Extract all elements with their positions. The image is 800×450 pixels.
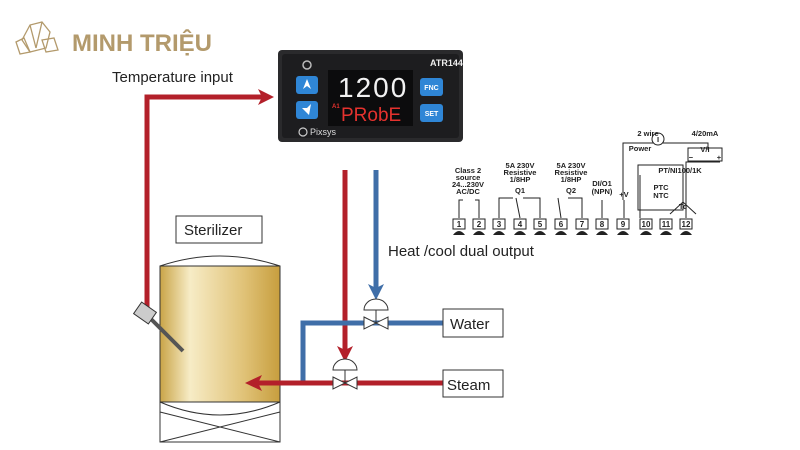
wiring-diagram: Class 2 source 24...230V AC/DC 5A 230V R… xyxy=(452,129,723,235)
q1-label: Q1 xyxy=(515,186,525,195)
terminal-1: 1 xyxy=(452,218,466,235)
power-label: Power xyxy=(629,144,652,153)
terminal-4: 4 xyxy=(513,218,527,235)
supply-label: Class 2 xyxy=(455,166,481,175)
plus-label: + xyxy=(717,153,722,162)
terminal-number: 3 xyxy=(497,220,502,229)
temperature-signal-line xyxy=(144,89,274,308)
water-valve-icon xyxy=(363,298,389,330)
up-arrow-icon xyxy=(303,79,311,89)
ma-label: 4/20mA xyxy=(692,129,719,138)
pixsys-logo-icon xyxy=(298,127,308,137)
terminal-8: 8 xyxy=(595,218,609,235)
down-arrow-icon xyxy=(302,104,311,115)
terminal-number: 5 xyxy=(538,220,543,229)
power-led-icon xyxy=(302,60,312,70)
plus-v-label: +V xyxy=(619,190,628,199)
set-button-label: SET xyxy=(425,111,439,118)
ptni-label: PT/NI100/1K xyxy=(658,166,702,175)
terminal-number: 6 xyxy=(559,220,564,229)
q1-spec: 5A 230V xyxy=(506,161,535,170)
terminal-number: 1 xyxy=(457,220,462,229)
water-source-box xyxy=(442,308,504,338)
fnc-button-label: FNC xyxy=(424,85,438,92)
water-label: Water xyxy=(450,316,489,333)
terminal-number: 8 xyxy=(600,220,605,229)
sterilizer-tank xyxy=(159,255,281,443)
ntc-label: NTC xyxy=(653,191,669,200)
terminal-number: 10 xyxy=(642,220,651,229)
terminal-6: 6 xyxy=(554,218,568,235)
supply-label: AC/DC xyxy=(456,187,480,196)
dio-label: (NPN) xyxy=(592,187,613,196)
steam-label: Steam xyxy=(447,377,490,394)
terminal-number: 9 xyxy=(621,220,626,229)
water-line xyxy=(300,320,443,383)
supply-label: 24...230V xyxy=(452,180,484,189)
terminal-11: 11 xyxy=(659,218,673,235)
heat-cool-label: Heat /cool dual output xyxy=(388,243,535,260)
sterilizer-label-box xyxy=(175,215,263,244)
terminal-12: 12 xyxy=(679,218,693,235)
display-bottom-value: PRobE xyxy=(341,105,401,126)
terminal-7: 7 xyxy=(575,218,589,235)
terminal-10: 10 xyxy=(639,218,653,235)
current-symbol: I xyxy=(657,135,659,144)
terminal-number: 7 xyxy=(580,220,585,229)
terminal-number: 12 xyxy=(682,220,691,229)
q2-spec: 5A 230V xyxy=(557,161,586,170)
atr144-controller: ATR144 1200 A1 PRobE FNC SET Pixsys xyxy=(278,50,463,142)
terminal-number: 4 xyxy=(518,220,523,229)
sterilizer-label: Sterilizer xyxy=(184,222,242,239)
q2-label: Q2 xyxy=(566,186,576,195)
q2-spec: 1/8HP xyxy=(561,175,582,184)
cool-output-line xyxy=(368,170,384,300)
heat-output-line xyxy=(337,170,353,362)
vi-label: V/I xyxy=(700,145,709,154)
ptc-label: PTC xyxy=(654,183,670,192)
controller-brand: Pixsys xyxy=(310,127,337,137)
terminal-2: 2 xyxy=(472,218,486,235)
a1-indicator: A1 xyxy=(332,104,340,110)
model-label: ATR144 xyxy=(430,58,463,68)
steam-valve-icon xyxy=(332,358,358,390)
two-wire-label: 2 wire xyxy=(637,129,658,138)
terminal-5: 5 xyxy=(533,218,547,235)
crystal-logo-icon xyxy=(15,21,59,55)
logo: MINH TRIỆU xyxy=(15,21,212,57)
terminal-9: 9 xyxy=(616,218,630,235)
terminal-number: 11 xyxy=(662,220,671,229)
terminal-3: 3 xyxy=(492,218,506,235)
display xyxy=(328,70,413,126)
q2-spec: Resistive xyxy=(555,168,588,177)
temperature-sensor-icon xyxy=(132,301,185,353)
brand-name: MINH TRIỆU xyxy=(72,29,212,57)
q1-spec: 1/8HP xyxy=(510,175,531,184)
steam-source-box xyxy=(442,369,504,398)
dio-label: DI/O1 xyxy=(592,179,612,188)
temperature-input-label: Temperature input xyxy=(112,69,234,86)
fnc-button[interactable] xyxy=(420,78,443,96)
terminal-number: 2 xyxy=(477,220,482,229)
minus-label: − xyxy=(689,153,694,162)
set-button[interactable] xyxy=(420,104,443,122)
q1-spec: Resistive xyxy=(504,168,537,177)
display-top-value: 1200 xyxy=(338,72,408,103)
supply-label: source xyxy=(456,173,481,182)
